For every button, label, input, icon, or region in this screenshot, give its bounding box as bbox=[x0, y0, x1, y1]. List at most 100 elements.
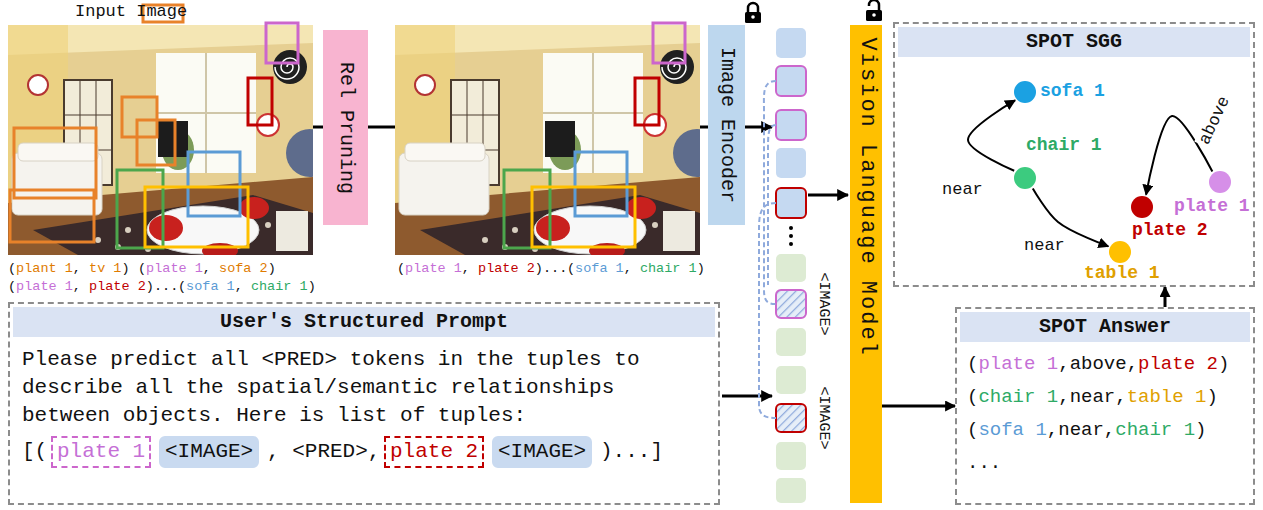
text-part: ) bbox=[121, 261, 129, 276]
token-column bbox=[759, 28, 806, 503]
unlock-icon bbox=[866, 0, 882, 21]
object-chip: plate 1 bbox=[51, 436, 151, 468]
input-photo bbox=[14, 128, 96, 198]
token-column bbox=[789, 226, 793, 230]
box-label: Vision Language Model bbox=[853, 37, 879, 356]
token-column bbox=[759, 203, 776, 418]
connector bbox=[1164, 287, 1167, 307]
unlock-icon bbox=[866, 10, 882, 21]
text-part: , bbox=[462, 261, 478, 276]
input-photo bbox=[188, 152, 240, 216]
process-box: Rel Pruning bbox=[323, 30, 368, 225]
token-column bbox=[768, 125, 776, 285]
text-part: chair 1 bbox=[640, 261, 697, 276]
chip-label: plate 2 bbox=[390, 438, 478, 466]
input-photo bbox=[10, 190, 94, 242]
text-part: sofa 1 bbox=[978, 419, 1046, 441]
lock-icon bbox=[745, 3, 761, 23]
input-photo bbox=[10, 5, 298, 248]
box-label: Rel Pruning bbox=[334, 61, 358, 193]
text-part: sofa 1 bbox=[575, 261, 624, 276]
text-part: chair 1 bbox=[1115, 419, 1195, 441]
graph-node: plate 2 bbox=[1131, 196, 1153, 218]
connector bbox=[968, 100, 1015, 170]
input-photo bbox=[122, 97, 157, 137]
pruned-photo bbox=[504, 23, 685, 248]
prompt-panel: User's Structured PromptPlease predict a… bbox=[8, 302, 720, 505]
input-photo bbox=[8, 25, 334, 259]
answer-tuple: ... bbox=[957, 447, 1253, 480]
token-label: <IMAGE> bbox=[813, 272, 831, 335]
pair-label: (plant 1, tv 1) bbox=[8, 261, 130, 277]
image-caption: Input Image bbox=[75, 2, 187, 22]
pair-label: ... bbox=[543, 261, 567, 277]
pair-label: (plate 1, sofa 2) bbox=[138, 261, 276, 277]
pruned-photo bbox=[575, 152, 627, 216]
token-column bbox=[776, 28, 806, 58]
text-part: ( bbox=[967, 386, 978, 408]
text-part: ,near, bbox=[1058, 386, 1126, 408]
pair-label: (sofa 1, chair 1) bbox=[178, 279, 316, 295]
text-part: plate 1 bbox=[16, 279, 73, 294]
unlock-icon bbox=[869, 0, 879, 10]
graph-node: sofa 1 bbox=[1014, 81, 1036, 103]
pruned-photo bbox=[635, 78, 659, 125]
token-column bbox=[776, 478, 806, 503]
relation-label: above bbox=[1194, 91, 1234, 149]
flow-arrow bbox=[808, 194, 848, 197]
prompt-text: Please predict all <PRED> tokens in the … bbox=[10, 340, 718, 430]
text-part: ) bbox=[268, 261, 276, 276]
text-part: chair 1 bbox=[978, 386, 1058, 408]
text-part: plant 1 bbox=[16, 261, 73, 276]
lock-icon bbox=[745, 12, 761, 23]
token-column bbox=[776, 188, 806, 218]
pruned-photo bbox=[532, 187, 635, 247]
output-panel: SPOT SGGsofa 1chair 1plate 1plate 2table… bbox=[893, 22, 1255, 287]
graph-node: table 1 bbox=[1109, 241, 1131, 263]
encoder-box: Image Encoder bbox=[708, 25, 745, 225]
text-part: ( bbox=[567, 261, 575, 276]
text-part: ( bbox=[8, 261, 16, 276]
text-part: ) bbox=[1195, 419, 1206, 441]
text-part: plate 1 bbox=[978, 353, 1058, 375]
lock-icon bbox=[751, 15, 755, 19]
chip-label: plate 1 bbox=[57, 438, 145, 466]
text-part: plate 2 bbox=[478, 261, 535, 276]
pruned-photo bbox=[395, 23, 721, 259]
image-token: <IMAGE> bbox=[159, 436, 259, 468]
tuple-text: )...] bbox=[600, 438, 663, 466]
text-part: ( bbox=[178, 279, 186, 294]
input-photo bbox=[137, 120, 175, 165]
input-photo bbox=[117, 170, 163, 248]
input-photo bbox=[266, 23, 298, 63]
flow-arrow bbox=[745, 126, 772, 129]
token-column bbox=[764, 81, 776, 304]
text-part: table 1 bbox=[1127, 386, 1207, 408]
text-part: , bbox=[73, 279, 89, 294]
text-part: plate 2 bbox=[1138, 353, 1218, 375]
text-part: plate 2 bbox=[89, 279, 146, 294]
text-part: sofa 2 bbox=[219, 261, 268, 276]
text-part: plate 1 bbox=[405, 261, 462, 276]
pruned-photo bbox=[395, 25, 721, 259]
unlock-icon bbox=[872, 13, 876, 17]
panel-heading: SPOT Answer bbox=[960, 312, 1250, 342]
token-column bbox=[776, 328, 806, 356]
text-part: sofa 1 bbox=[186, 279, 235, 294]
text-part: ( bbox=[397, 261, 405, 276]
text-part: plate 1 bbox=[146, 261, 203, 276]
relation-label: near bbox=[940, 180, 985, 199]
panel-heading: SPOT SGG bbox=[898, 27, 1250, 57]
graph-node: plate 1 bbox=[1209, 171, 1231, 193]
chip-label: <IMAGE> bbox=[165, 438, 253, 466]
text-part: ) bbox=[535, 261, 543, 276]
panel-heading: User's Structured Prompt bbox=[13, 307, 715, 337]
text-part: ) bbox=[1206, 386, 1217, 408]
text-part: ( bbox=[138, 261, 146, 276]
relation-label: near bbox=[1022, 236, 1067, 255]
token-column bbox=[759, 81, 776, 418]
text-part: ) bbox=[697, 261, 705, 276]
token-column bbox=[776, 366, 806, 394]
text-part: ) bbox=[308, 279, 316, 294]
tuple-text: [( bbox=[22, 438, 47, 466]
